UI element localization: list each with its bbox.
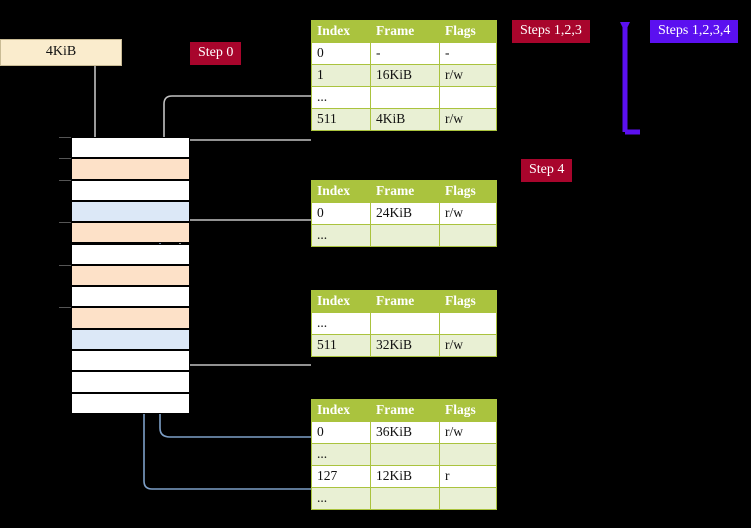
- column-header-flags: Flags: [439, 290, 497, 313]
- column-header-flags: Flags: [439, 180, 497, 203]
- memory-frame-row: [71, 350, 190, 372]
- cell-frame: [370, 443, 440, 466]
- step-0-tag: Step 0: [190, 42, 242, 65]
- cell-index: 511: [311, 108, 371, 131]
- memory-size-box: 4KiB: [0, 39, 122, 66]
- memory-tick-mark: [59, 307, 71, 309]
- cell-index: ...: [311, 487, 371, 510]
- memory-tick-mark: [59, 264, 71, 266]
- memory-tick-mark: [59, 137, 71, 138]
- cell-flags: -: [439, 42, 497, 65]
- column-header-frame: Frame: [370, 180, 440, 203]
- column-header-index: Index: [311, 290, 371, 313]
- column-header-index: Index: [311, 399, 371, 422]
- cell-frame: 12KiB: [370, 465, 440, 488]
- memory-frame-row: [71, 200, 190, 223]
- cell-flags: r/w: [439, 334, 497, 357]
- steps-123-tag: Steps 1,2,3: [512, 20, 590, 43]
- cell-index: 127: [311, 465, 371, 488]
- cell-frame: [370, 224, 440, 247]
- cell-flags: r/w: [439, 421, 497, 444]
- column-header-index: Index: [311, 180, 371, 203]
- steps-1234-tag: Steps 1,2,3,4: [650, 20, 739, 43]
- table-row: ...: [311, 86, 497, 109]
- cell-flags: r/w: [439, 64, 497, 87]
- cell-index: 0: [311, 421, 371, 444]
- memory-frame-row: [71, 179, 190, 201]
- cell-index: 1: [311, 64, 371, 87]
- table-row: ...: [311, 487, 497, 510]
- cell-flags: r/w: [439, 108, 497, 131]
- cell-frame: 4KiB: [370, 108, 440, 131]
- memory-tick-mark: [59, 179, 71, 181]
- memory-frame-row: [71, 392, 190, 414]
- cell-flags: [439, 312, 497, 335]
- memory-frame-row: [71, 307, 190, 329]
- cell-frame: [370, 312, 440, 335]
- memory-frame-row: [71, 286, 190, 308]
- cell-flags: [439, 443, 497, 466]
- cell-flags: r: [439, 465, 497, 488]
- column-header-index: Index: [311, 20, 371, 43]
- table-row: ...: [311, 312, 497, 335]
- cell-index: 511: [311, 334, 371, 357]
- cell-index: ...: [311, 443, 371, 466]
- cell-flags: [439, 487, 497, 510]
- cell-index: ...: [311, 224, 371, 247]
- memory-tick-mark: [59, 222, 71, 224]
- cell-frame: 32KiB: [370, 334, 440, 357]
- column-header-flags: Flags: [439, 20, 497, 43]
- memory-frame-row: [71, 137, 190, 159]
- cell-frame: [370, 86, 440, 109]
- column-header-frame: Frame: [370, 290, 440, 313]
- table-row: ...: [311, 224, 497, 247]
- memory-size-label: 4KiB: [45, 44, 77, 59]
- cell-index: 0: [311, 202, 371, 225]
- memory-frame-row: [71, 243, 190, 265]
- cell-frame: 16KiB: [370, 64, 440, 87]
- cell-frame: 24KiB: [370, 202, 440, 225]
- cell-index: ...: [311, 86, 371, 109]
- column-header-frame: Frame: [370, 20, 440, 43]
- memory-frame-row: [71, 328, 190, 350]
- table-row: ...: [311, 443, 497, 466]
- memory-frame-row: [71, 222, 190, 244]
- memory-tick-mark: [59, 158, 71, 160]
- cell-frame: [370, 487, 440, 510]
- step-4-tag: Step 4: [521, 159, 573, 182]
- cell-frame: -: [370, 42, 440, 65]
- cell-index: 0: [311, 42, 371, 65]
- memory-frame-row: [71, 371, 190, 393]
- cell-flags: [439, 224, 497, 247]
- cell-flags: r/w: [439, 202, 497, 225]
- physical-memory-column: [59, 137, 190, 414]
- column-header-flags: Flags: [439, 399, 497, 422]
- cell-index: ...: [311, 312, 371, 335]
- column-header-frame: Frame: [370, 399, 440, 422]
- memory-frame-row: [71, 264, 190, 287]
- memory-frame-row: [71, 158, 190, 180]
- cell-frame: 36KiB: [370, 421, 440, 444]
- table-row: 0--: [311, 42, 497, 65]
- cell-flags: [439, 86, 497, 109]
